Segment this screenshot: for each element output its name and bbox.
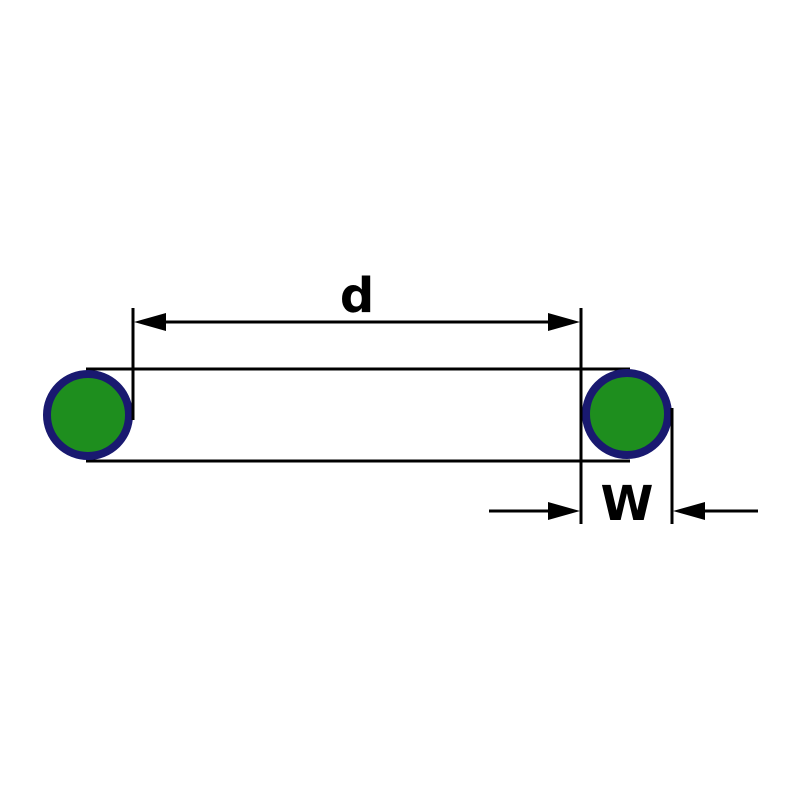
cross-section-width-label: W [601,476,654,532]
arrowhead-right-icon [548,313,580,331]
width-arrowhead-left-icon [548,502,580,520]
inner-diameter-label: d [340,268,374,324]
arrowhead-left-icon [134,313,166,331]
o-ring-cross-section-left [43,370,133,460]
o-ring-cross-section-right [582,369,672,459]
width-arrowhead-right-icon [673,502,705,520]
